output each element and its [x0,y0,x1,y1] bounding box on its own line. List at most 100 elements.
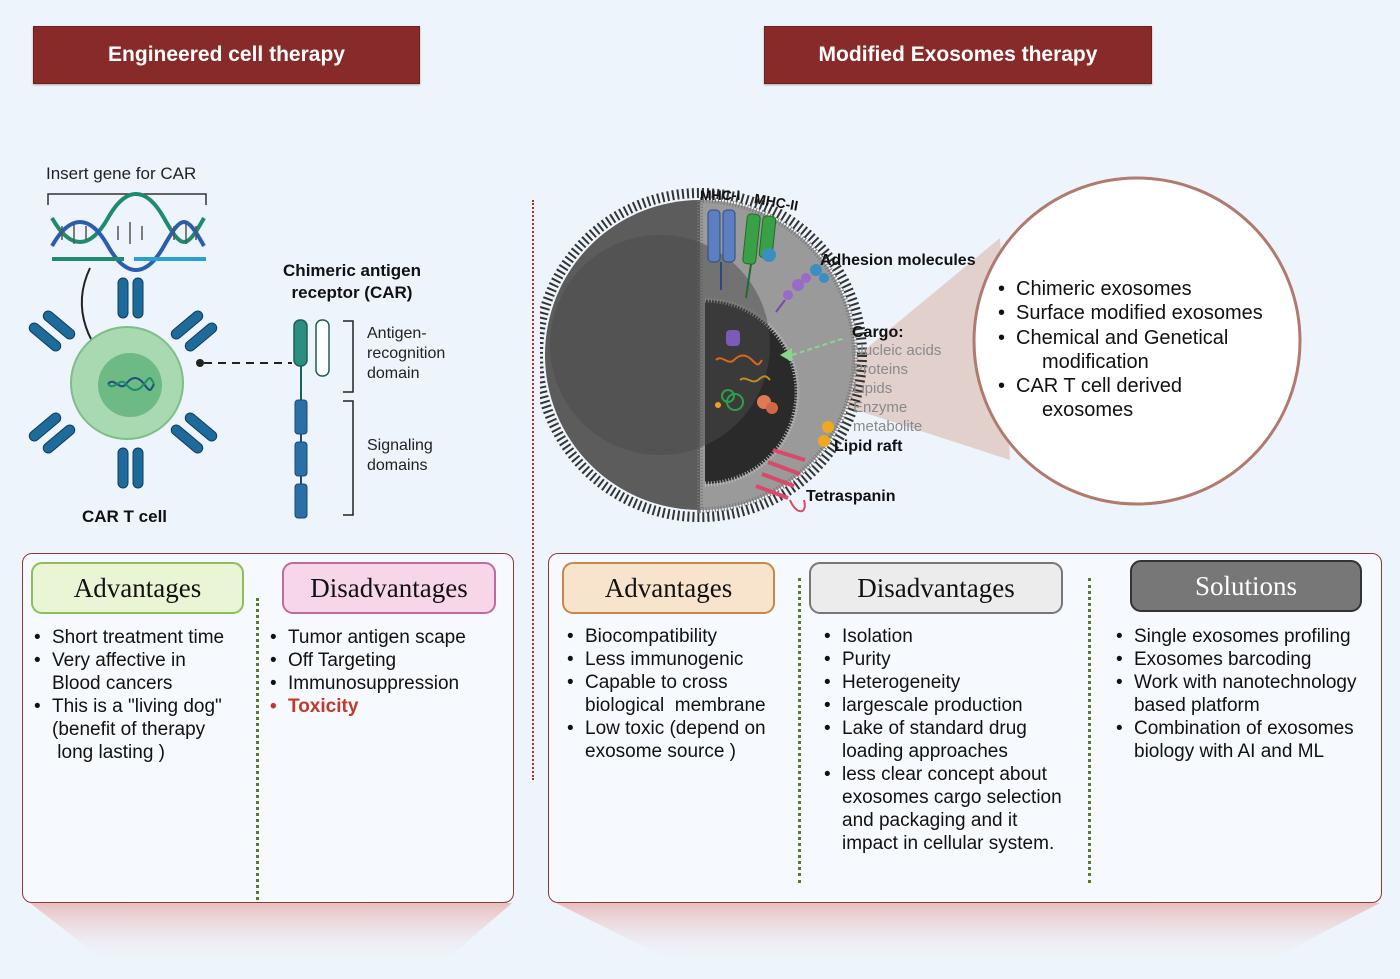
cargo-item: Enzyme [853,399,908,416]
gene-bracket [47,193,207,205]
list-item-text: (benefit of therapy [52,719,206,740]
car-receptor-icon [293,319,330,519]
callout-list: Chimeric exosomes Surface modified exoso… [994,277,1294,423]
cell-advantages-list: Short treatment time Very affective inBl… [30,626,255,764]
cargo-item: Nucleic acids [853,342,942,359]
list-item-text: loading approaches [842,741,1008,762]
adhesion-label: Adhesion molecules [820,252,976,269]
callout-item: Chimeric exosomes [994,277,1294,302]
list-item-text: biology with AI and ML [1134,741,1325,762]
cell-advantages-title: Advantages [31,562,244,614]
cell-column-divider [256,598,259,900]
list-item-text: Work with nanotechnology [1134,672,1357,693]
list-item-text: less clear concept about [842,764,1047,785]
list-item: This is a "living dog"(benefit of therap… [30,695,255,764]
panel-shadows [30,903,1380,965]
exo-solutions-list: Single exosomes profiling Exosomes barco… [1112,625,1382,763]
list-item: Immunosuppression [266,672,506,695]
callout-cone [810,238,1010,460]
antigen-label-1: Antigen- [367,325,427,342]
list-item-text: Capable to cross [585,672,728,693]
list-item-text: Lake of standard drug [842,718,1027,739]
list-item: Biocompatibility [563,625,793,648]
list-item-text: based platform [1134,695,1260,716]
list-item-text: Exosomes barcoding [1134,649,1312,670]
list-item: Purity [820,648,1085,671]
dna-helix-icon [50,192,206,272]
list-item-text: Isolation [842,626,913,647]
cargo-item: Proteins [853,361,909,378]
car-title-line1: Chimeric antigen [283,261,421,280]
exo-disadvantages-list: Isolation Purity Heterogeneity largescal… [820,625,1085,855]
center-divider [532,200,534,780]
exo-advantages-list: Biocompatibility Less immunogenic Capabl… [563,625,793,763]
exosome-icon [540,188,867,522]
antigen-label-2: recognition [367,345,446,362]
cargo-label: Cargo: [852,324,904,341]
list-item-text: Biocompatibility [585,626,717,647]
callout-item-text: modification [1042,350,1149,373]
tetraspanin-label: Tetraspanin [806,488,896,505]
callout-item-text: CAR T cell derived [1016,375,1182,398]
list-item-text: largescale production [842,695,1023,716]
callout-item-text: Chemical and Genetical [1016,326,1229,349]
list-item: Single exosomes profiling [1112,625,1382,648]
list-item-text: Tumor antigen scape [288,627,466,648]
list-item: Tumor antigen scape [266,626,506,649]
exo-solutions-title: Solutions [1130,560,1362,612]
list-item-text: long lasting ) [52,742,166,763]
header-modified-exosomes-therapy: Modified Exosomes therapy [764,26,1152,84]
list-item-text: Very affective in [52,650,186,671]
list-item-text: Less immunogenic [585,649,744,670]
list-item-text: Off Targeting [288,650,397,671]
exo-disadvantages-title: Disadvantages [809,562,1063,614]
callout-item: Surface modified exosomes [994,301,1294,326]
mhc1-label: MHC-I [700,187,741,203]
list-item: Heterogeneity [820,671,1085,694]
list-item-text: This is a "living dog" [52,696,222,717]
list-item-text: and packaging and it [842,810,1018,831]
list-item-text: Purity [842,649,891,670]
cargo-item: Lipids [853,380,893,397]
signaling-label-1: Signaling [367,437,433,454]
list-item: largescale production [820,694,1085,717]
cell-disadvantages-list: Tumor antigen scape Off Targeting Immuno… [266,626,506,718]
cell-disadvantages-title: Disadvantages [282,562,496,614]
list-item: Exosomes barcoding [1112,648,1382,671]
exo-advantages-title: Advantages [562,562,775,614]
list-item-text: Short treatment time [52,627,225,648]
list-item-text: impact in cellular system. [842,833,1055,854]
car-title-line2: receptor (CAR) [291,283,413,302]
list-item-text: exosome source ) [585,741,737,762]
list-item-text: Heterogeneity [842,672,961,693]
list-item-text: Single exosomes profiling [1134,626,1351,647]
cargo-item: metabolite [853,418,923,435]
lipid-raft-label: Lipid raft [834,438,903,455]
insert-gene-label: Insert gene for CAR [46,164,197,183]
car-t-cell-label: CAR T cell [82,507,168,526]
list-item-text: exosomes cargo selection [842,787,1062,808]
antigen-label-3: domain [367,365,420,382]
signaling-label-2: domains [367,457,428,474]
list-item: Less immunogenic [563,648,793,671]
exo-column-divider-1 [798,578,801,883]
list-item: Short treatment time [30,626,255,649]
callout-item-text: Chimeric exosomes [1016,278,1192,300]
car-t-cell-icon [28,277,218,489]
list-item: Off Targeting [266,649,506,672]
list-item-text: biological membrane [585,695,766,716]
header-engineered-cell-therapy: Engineered cell therapy [33,26,420,84]
car-t-diagram [28,192,354,519]
exo-column-divider-2 [1088,578,1091,883]
callout-item-text: Surface modified exosomes [1016,302,1263,325]
list-item-text: Toxicity [288,696,359,717]
